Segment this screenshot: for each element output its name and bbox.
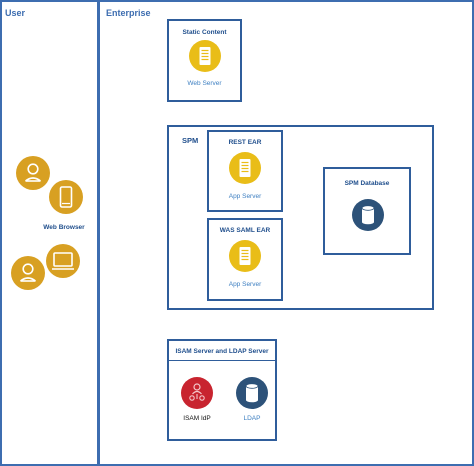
static-content-title: Static Content [182, 29, 227, 36]
rest-ear-caption: App Server [228, 193, 262, 200]
isam-title-underline [169, 360, 275, 361]
rest-ear-title: REST EAR [228, 139, 262, 146]
isam-ldap-title: ISAM Server and LDAP Server [175, 348, 269, 355]
enterprise-lane-title: Enterprise [106, 8, 151, 18]
user-lane [0, 0, 100, 466]
web-browser-caption: Web Browser [43, 224, 85, 231]
rest-ear-box: REST EAR App Server [207, 130, 283, 212]
static-content-box: Static Content Web Server [167, 19, 242, 102]
laptop-icon [46, 244, 80, 278]
user-icon [11, 256, 45, 290]
mobile-phone-icon [49, 180, 83, 214]
static-content-caption: Web Server [187, 80, 222, 87]
enterprise-lane [97, 0, 474, 466]
ldap-caption: LDAP [243, 415, 261, 422]
app-server-icon [229, 152, 261, 184]
isam-idp-caption: ISAM IdP [183, 415, 211, 422]
was-saml-ear-title: WAS SAML EAR [219, 227, 271, 234]
user-icon [16, 156, 50, 190]
spm-title: SPM [182, 136, 199, 145]
isam-ldap-box: ISAM Server and LDAP Server ISAM IdP LDA… [167, 339, 277, 441]
app-server-icon [229, 240, 261, 272]
spm-database-box: SPM Database [323, 167, 411, 255]
was-saml-ear-caption: App Server [228, 281, 262, 288]
user-lane-title: User [5, 8, 26, 18]
was-saml-ear-box: WAS SAML EAR App Server [207, 218, 283, 301]
identity-provider-icon [181, 377, 213, 409]
ldap-icon [236, 377, 268, 409]
web-server-icon [189, 40, 221, 72]
database-icon [352, 199, 384, 231]
spm-database-title: SPM Database [344, 180, 390, 187]
